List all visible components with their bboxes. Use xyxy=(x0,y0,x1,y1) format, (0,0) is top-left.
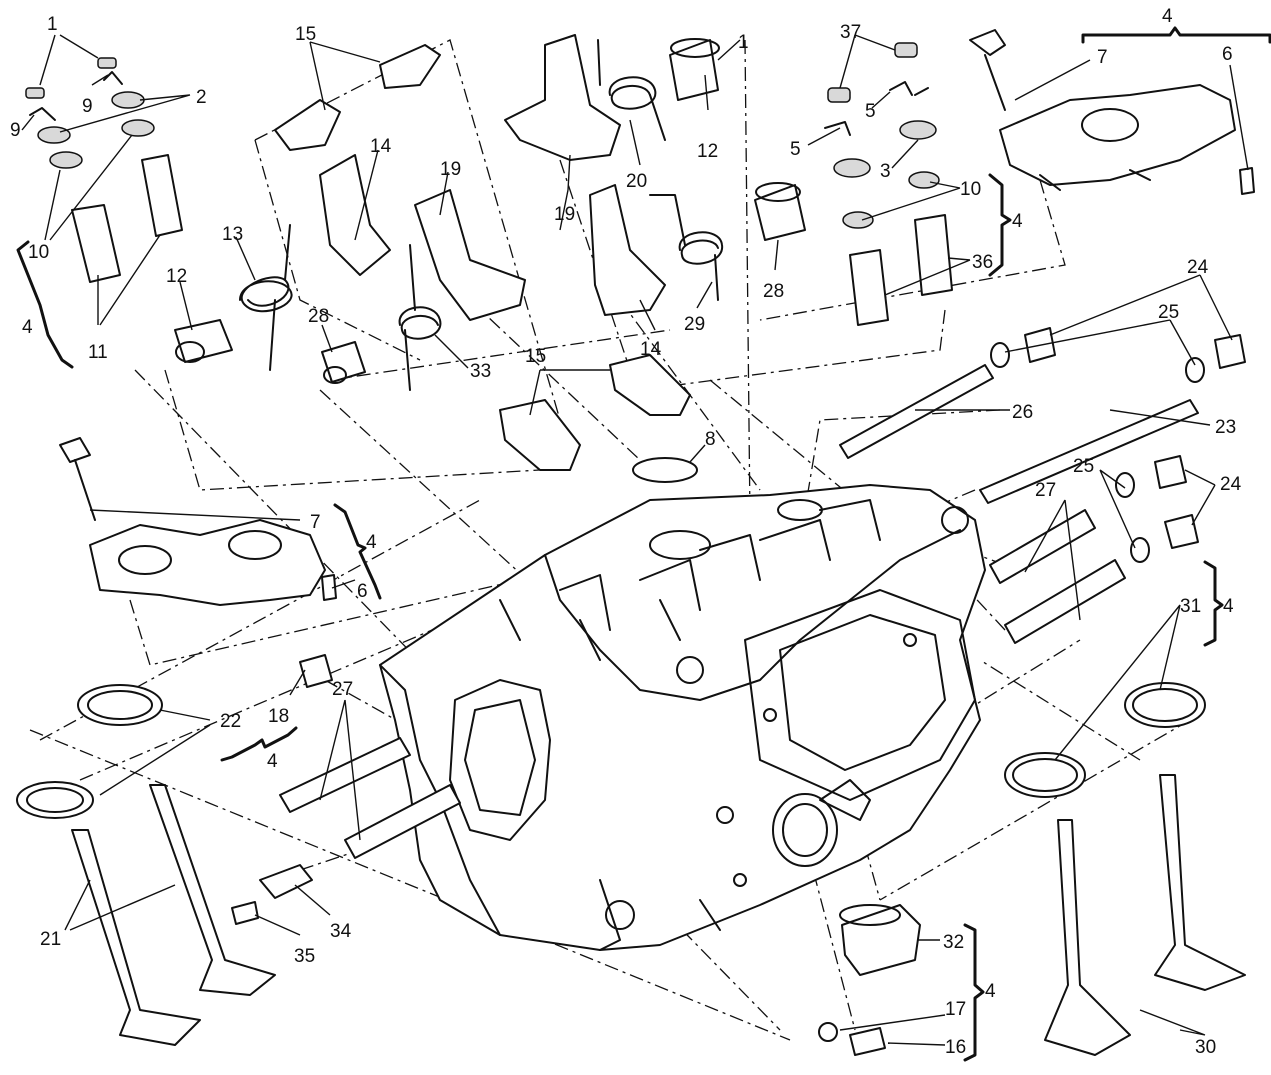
label-10-left: 10 xyxy=(28,242,49,263)
label-9-top: 9 xyxy=(82,96,93,117)
label-10-right: 10 xyxy=(960,179,981,200)
label-4-right-upper: 4 xyxy=(1012,211,1023,232)
label-28-left: 28 xyxy=(308,306,329,327)
label-18: 18 xyxy=(268,706,289,727)
right-valves xyxy=(1004,682,1246,1056)
label-4-bottom-right: 4 xyxy=(985,981,996,1002)
label-11: 11 xyxy=(88,342,108,363)
label-21: 21 xyxy=(40,929,61,950)
label-20: 20 xyxy=(626,171,647,192)
label-9-left: 9 xyxy=(10,120,21,141)
label-13: 13 xyxy=(222,224,243,245)
label-14-middle: 14 xyxy=(640,339,662,360)
label-4-right-lower: 4 xyxy=(1223,596,1234,617)
bottom-left-small-parts xyxy=(231,654,461,925)
label-4-left-cap: 4 xyxy=(366,532,377,553)
label-36: 36 xyxy=(972,252,993,273)
left-valves xyxy=(16,684,276,1046)
rocker-arms-left xyxy=(174,44,526,391)
label-25-lower: 25 xyxy=(1073,456,1094,477)
label-1: 1 xyxy=(47,14,58,35)
label-23: 23 xyxy=(1215,417,1236,438)
left-exhaust-valve-keepers xyxy=(25,57,183,283)
part-labels: 1 2 9 9 10 11 4 15 14 19 13 12 28 33 1 1… xyxy=(10,6,1242,1058)
label-5-left: 5 xyxy=(790,139,801,160)
label-19-left: 19 xyxy=(440,159,461,180)
label-25-top: 25 xyxy=(1158,302,1179,323)
label-31: 31 xyxy=(1180,596,1201,617)
top-right-cam-cap xyxy=(969,29,1255,195)
label-27-right: 27 xyxy=(1035,480,1056,501)
label-22: 22 xyxy=(220,711,241,732)
label-4-left: 4 xyxy=(22,317,33,338)
rocker-middle-lower xyxy=(499,354,698,483)
bottom-right-small-parts xyxy=(818,904,921,1056)
label-24-lower: 24 xyxy=(1220,474,1242,495)
grouping-braces xyxy=(16,26,1271,1062)
label-30: 30 xyxy=(1195,1037,1216,1058)
label-34: 34 xyxy=(330,921,352,942)
label-3: 3 xyxy=(880,161,891,182)
label-26: 26 xyxy=(1012,402,1033,423)
label-14-left: 14 xyxy=(370,136,392,157)
leader-lines xyxy=(21,34,1249,1046)
label-4-top-right: 4 xyxy=(1162,6,1173,27)
label-37: 37 xyxy=(840,22,861,43)
label-29: 29 xyxy=(684,314,705,335)
label-15-middle: 15 xyxy=(525,346,546,367)
label-35: 35 xyxy=(294,946,315,967)
label-8: 8 xyxy=(705,429,716,450)
label-33: 33 xyxy=(470,361,491,382)
label-5-top: 5 xyxy=(865,101,876,122)
label-12-left: 12 xyxy=(166,266,187,287)
label-7-left: 7 xyxy=(310,512,321,533)
label-12-middle: 12 xyxy=(697,141,718,162)
label-17: 17 xyxy=(945,999,966,1020)
label-2: 2 xyxy=(196,87,207,108)
label-28-middle: 28 xyxy=(763,281,784,302)
cylinder-head xyxy=(379,484,986,951)
label-27-left: 27 xyxy=(332,679,353,700)
label-24-top: 24 xyxy=(1187,257,1209,278)
label-4-bottom-left: 4 xyxy=(267,751,278,772)
label-16: 16 xyxy=(945,1037,966,1058)
left-cam-cap xyxy=(59,437,337,606)
label-6-left: 6 xyxy=(357,581,368,602)
label-6-top-right: 6 xyxy=(1222,44,1233,65)
rocker-arms-middle xyxy=(504,34,806,316)
label-1-middle: 1 xyxy=(738,32,749,53)
label-19-middle: 19 xyxy=(554,204,575,225)
right-exhaust-valve-keepers xyxy=(824,42,953,326)
label-32: 32 xyxy=(943,932,964,953)
label-15-top: 15 xyxy=(295,24,316,45)
label-7-top-right: 7 xyxy=(1097,47,1108,68)
